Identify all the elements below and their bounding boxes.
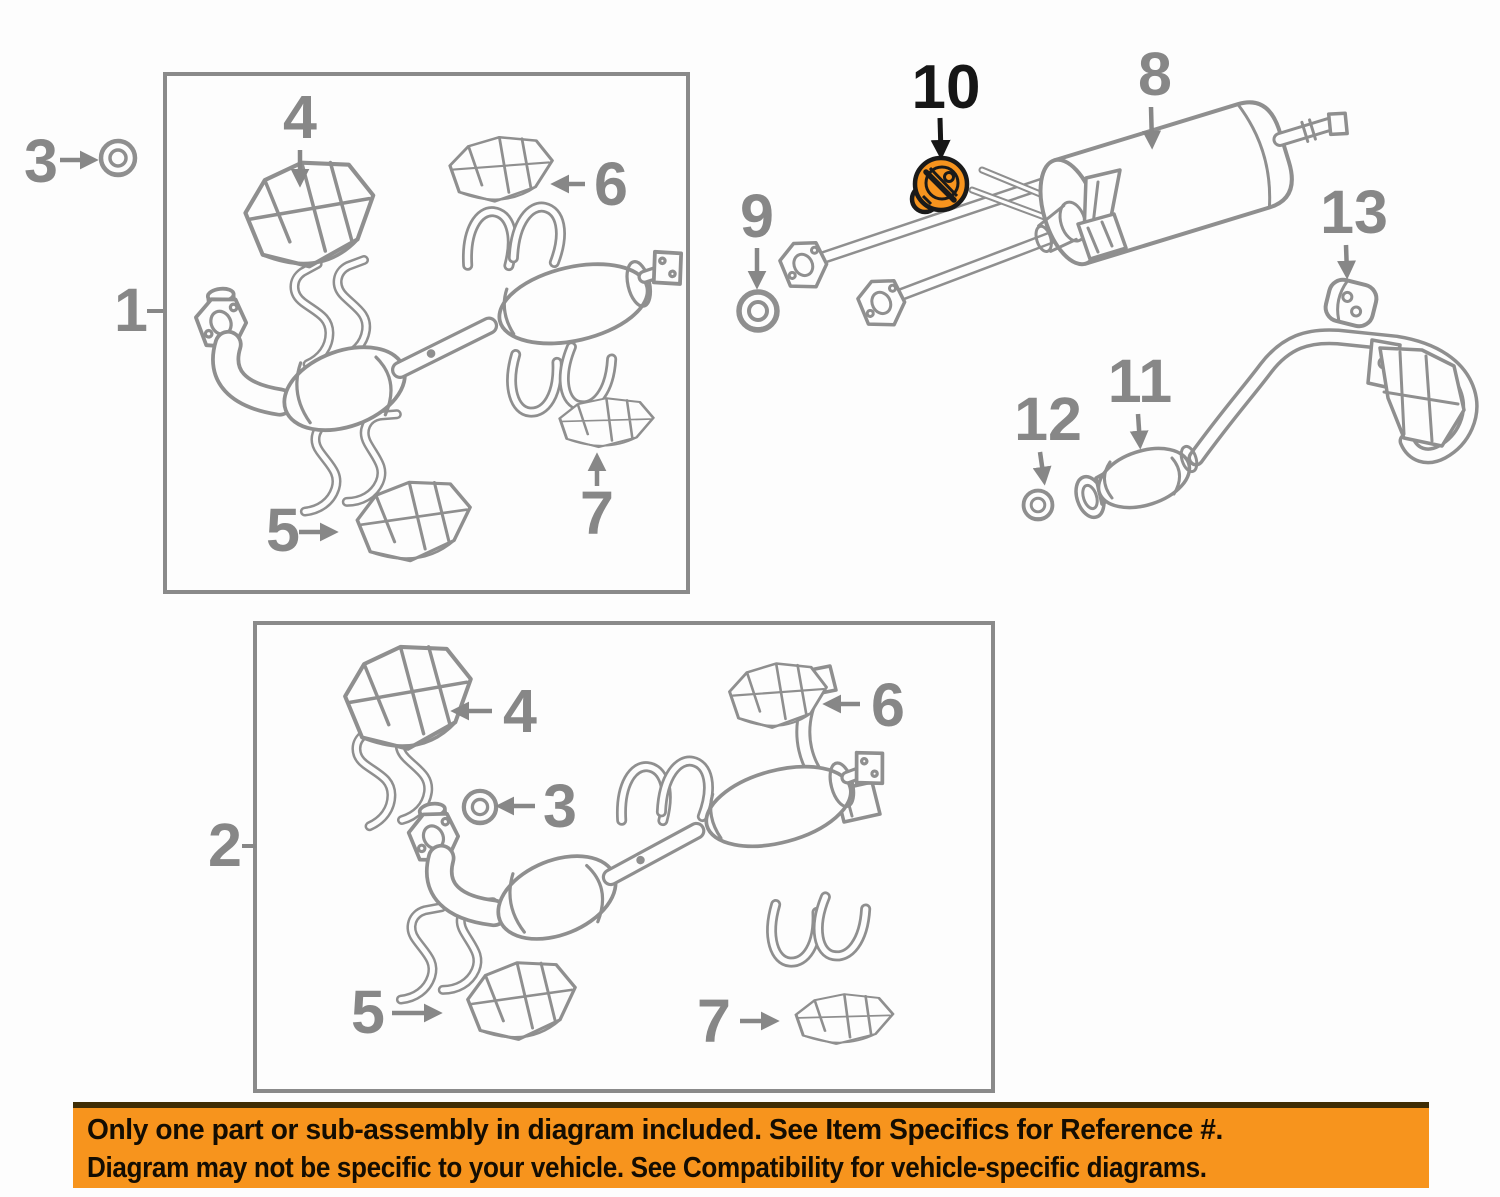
callout-12: 12 — [1014, 385, 1082, 453]
callout-2: 2 — [208, 811, 242, 879]
hanger-bracket-13 — [1320, 274, 1382, 332]
callout-6-box1: 6 — [594, 150, 628, 218]
disclaimer-line-1: Only one part or sub-assembly in diagram… — [87, 1114, 1223, 1146]
tailpipe-heat-shield — [1378, 346, 1466, 448]
arrow-12 — [1032, 451, 1052, 486]
tailpipe-assembly — [1021, 328, 1479, 522]
arrow-10 — [930, 117, 951, 160]
callout-11: 11 — [1108, 347, 1173, 415]
pipe-flange-left — [775, 235, 833, 295]
callout-5-box1: 5 — [266, 496, 300, 564]
callout-10-highlighted: 10 — [912, 53, 981, 122]
callout-6-box2: 6 — [871, 671, 905, 739]
callout-9: 9 — [740, 182, 774, 250]
callout-arrows — [60, 106, 1356, 1031]
callout-7-box1: 7 — [580, 479, 614, 547]
muffler-front-bracket — [1076, 168, 1128, 261]
callout-1: 1 — [114, 276, 148, 344]
pipe-flange-right — [853, 273, 911, 333]
callout-3-standalone: 3 — [24, 127, 58, 195]
grommet-3-standalone — [101, 141, 135, 175]
box2-contents — [337, 634, 903, 1049]
callout-4-box1: 4 — [283, 83, 317, 151]
callout-5-box2: 5 — [351, 978, 385, 1046]
arrow-11 — [1129, 413, 1149, 450]
callout-4-box2: 4 — [503, 677, 537, 745]
muffler-8 — [1034, 100, 1349, 267]
callout-13: 13 — [1320, 178, 1388, 246]
arrow-8 — [1142, 106, 1162, 150]
grommet-3-box2 — [464, 791, 496, 823]
exhaust-gasket-9 — [739, 292, 777, 330]
callout-3-box2: 3 — [543, 772, 577, 840]
grommet-12 — [1021, 488, 1055, 522]
arrow-13 — [1337, 244, 1356, 280]
catalytic-converter-11 — [1074, 444, 1199, 520]
callout-8: 8 — [1138, 40, 1172, 108]
exhaust-hanger-10-highlighted — [909, 155, 970, 215]
disclaimer-line-2: Diagram may not be specific to your vehi… — [87, 1152, 1207, 1184]
disclaimer-banner: Only one part or sub-assembly in diagram… — [73, 1102, 1429, 1188]
callout-7-box2: 7 — [697, 987, 731, 1055]
callout-labels: 3 1 4 6 5 7 2 4 6 3 5 7 10 8 9 13 11 12 — [24, 40, 1388, 1055]
